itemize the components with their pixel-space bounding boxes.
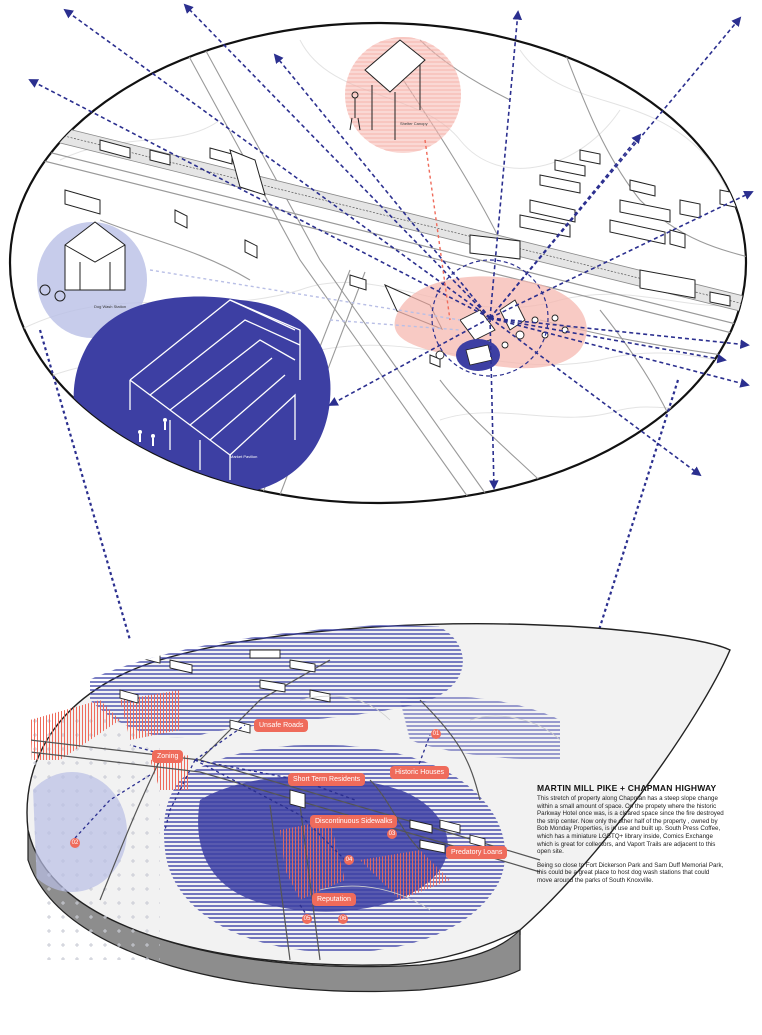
pavilion-drawing [129, 299, 301, 480]
pink-zone-site [394, 276, 587, 369]
panel-paragraph-1: This stretch of property along Chapman h… [537, 795, 724, 856]
shelter-drawing [349, 39, 426, 140]
tag-unsafe-roads: Unsafe Roads [254, 719, 309, 732]
bottom-disc-map [26, 623, 731, 993]
tag-historic-houses: Historic Houses [390, 766, 450, 779]
dogwash-drawing [39, 221, 126, 302]
tag-predatory-loans: Predatory Loans [446, 846, 508, 859]
tag-discontinuous-sidewalks: Discontinuous Sidewalks [310, 815, 398, 828]
top-map: Shelter Canopy Dog Wash Station Market P… [8, 21, 748, 505]
panel-paragraph-2: Being so close to Fort Dickerson Park an… [537, 861, 724, 884]
description-panel: MARTIN MILL PIKE + CHAPMAN HIGHWAY This … [537, 783, 725, 891]
marker-01: 01 [431, 729, 441, 739]
callout-captions: Shelter Canopy Dog Wash Station Market P… [94, 121, 428, 459]
marker-03: 03 [387, 829, 397, 839]
marker-05: 05 [302, 914, 312, 924]
tag-short-term-residents: Short Term Residents [288, 773, 366, 786]
caption-shelter: Shelter Canopy [400, 121, 428, 126]
marker-06: 06 [338, 914, 348, 924]
marker-02: 02 [70, 838, 80, 848]
tag-zoning: Zoning [152, 750, 184, 763]
caption-dogwash: Dog Wash Station [94, 304, 126, 309]
tag-reputation: Reputation [312, 893, 356, 906]
panel-title: MARTIN MILL PIKE + CHAPMAN HIGHWAY [537, 783, 717, 793]
radiating-arrows [28, 3, 754, 490]
caption-pavilion: Market Pavilion [230, 454, 257, 459]
marker-04: 04 [344, 855, 354, 865]
